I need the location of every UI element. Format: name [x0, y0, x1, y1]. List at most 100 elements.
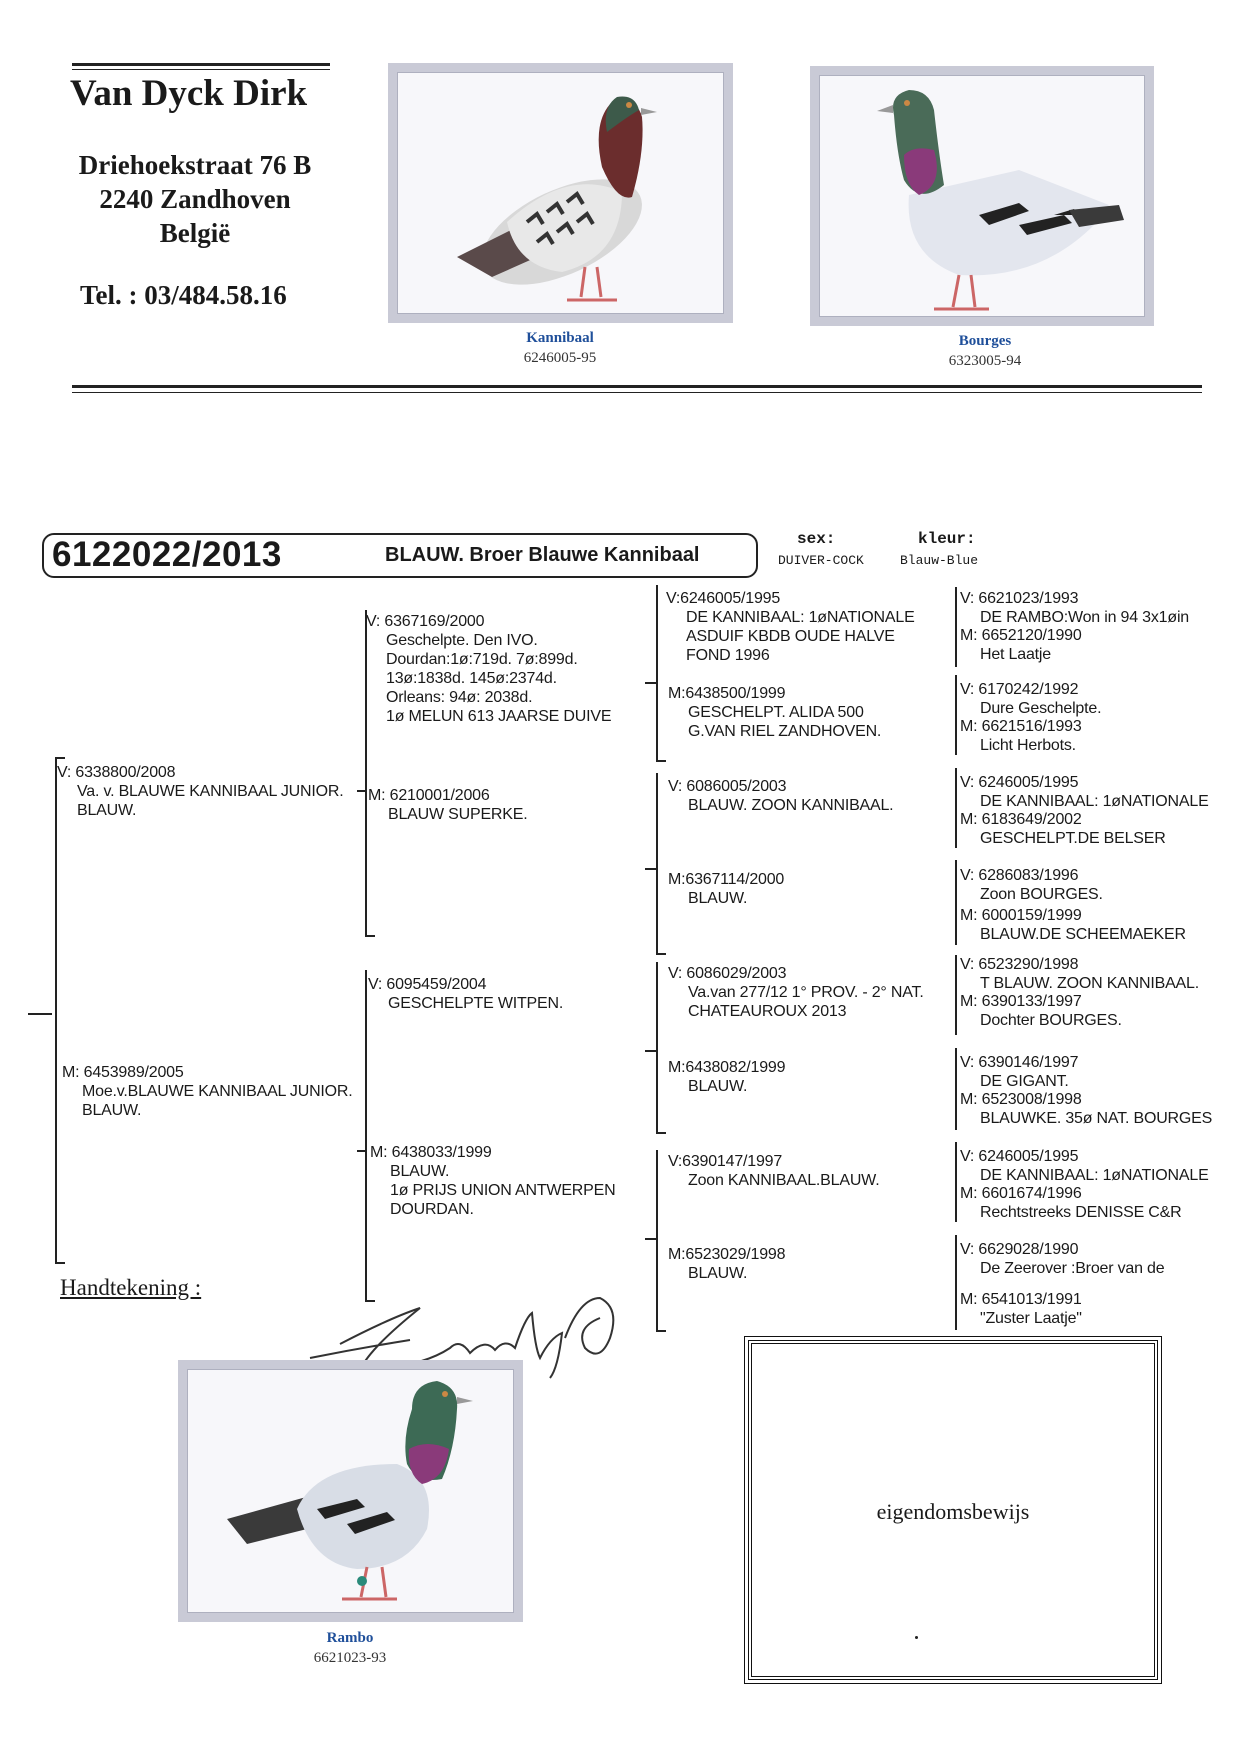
pedigree-tag: V: [366, 613, 380, 630]
pedigree-tag: V: [960, 867, 974, 884]
pedigree-g4-4: M: 6621516/1993 Licht Herbots. [960, 717, 1082, 755]
pedigree-line: Dure Geschelpte. [960, 699, 1101, 718]
pedigree-g2-4: M: 6438033/1999 BLAUW. 1ø PRIJS UNION AN… [370, 1143, 615, 1219]
pedigree-g4-6: M: 6183649/2002 GESCHELPT.DE BELSER [960, 810, 1166, 848]
pedigree-ring: 6652120/1990 [982, 627, 1082, 644]
pedigree-ring: 6246005/1995 [680, 590, 780, 607]
pedigree-tag: V: [960, 1148, 974, 1165]
breeder-country: België [60, 216, 330, 250]
pedigree-ring: 6286083/1996 [978, 867, 1078, 884]
bracket-gen1-top [55, 757, 65, 759]
pigeon-title: BLAUW. Broer Blauwe Kannibaal [385, 544, 700, 567]
pedigree-tag: V: [960, 774, 974, 791]
photo-kannibaal [388, 63, 733, 323]
pedigree-tag: M: [960, 627, 977, 644]
connector-gen3-4 [645, 1238, 656, 1240]
pedigree-line: GESCHELPTE WITPEN. [368, 994, 563, 1013]
pedigree-line: Het Laatje [960, 645, 1082, 664]
header-rule-bottom-thin [72, 392, 1202, 393]
pedigree-line: 1ø PRIJS UNION ANTWERPEN [370, 1181, 615, 1200]
pedigree-line: DE RAMBO:Won in 94 3x1øin [960, 608, 1189, 627]
pedigree-line: T BLAUW. ZOON KANNIBAAL. [960, 974, 1199, 993]
pedigree-g4-9: V: 6523290/1998 T BLAUW. ZOON KANNIBAAL. [960, 955, 1199, 993]
pedigree-tag: M: [668, 1059, 685, 1076]
sex-label: sex: [797, 530, 835, 548]
bracket-gen3-1-bottom [656, 760, 666, 762]
pedigree-line: DE KANNIBAAL: 1øNATIONALE [960, 792, 1209, 811]
pedigree-g2-1: V: 6367169/2000 Geschelpte. Den IVO. Dou… [366, 612, 611, 726]
pedigree-tag: V: [960, 590, 974, 607]
pedigree-line: 13ø:1838d. 145ø:2374d. [366, 669, 611, 688]
pigeon-ring-number: 6122022/2013 [52, 535, 282, 575]
bracket-gen2-dam [365, 970, 367, 1300]
bracket-gen4-6 [955, 1048, 957, 1130]
pedigree-tag: M: [668, 871, 685, 888]
pedigree-tag: M: [960, 1091, 977, 1108]
bracket-gen4-8 [955, 1235, 957, 1330]
caption-ring-kannibaal: 6246005-95 [500, 350, 620, 367]
pedigree-sire: V: 6338800/2008 Va. v. BLAUWE KANNIBAAL … [57, 763, 343, 820]
caption-ring-rambo: 6621023-93 [290, 1650, 410, 1667]
bracket-gen3-4 [656, 1150, 658, 1330]
pedigree-ring: 6629028/1990 [978, 1241, 1078, 1258]
bracket-gen2-sire-bottom [365, 935, 375, 937]
breeder-phone: Tel. : 03/484.58.16 [80, 280, 287, 311]
pedigree-g3-1: V:6246005/1995 DE KANNIBAAL: 1øNATIONALE… [666, 589, 915, 665]
pedigree-ring: 6621516/1993 [982, 718, 1082, 735]
breeder-name: Van Dyck Dirk [70, 72, 307, 115]
pedigree-sire-line: Va. v. BLAUWE KANNIBAAL JUNIOR. [57, 782, 343, 801]
pedigree-line: Licht Herbots. [960, 736, 1082, 755]
pedigree-tag: M: [668, 685, 685, 702]
pigeon-kannibaal-image [397, 72, 724, 314]
pedigree-g4-12: M: 6523008/1998 BLAUWKE. 35ø NAT. BOURGE… [960, 1090, 1212, 1128]
pedigree-ring: 6367114/2000 [685, 871, 784, 888]
pedigree-tag: V: [668, 1153, 682, 1170]
pedigree-ring: 6183649/2002 [982, 811, 1082, 828]
pedigree-line: De Zeerover :Broer van de [960, 1259, 1164, 1278]
pedigree-g4-13: V: 6246005/1995 DE KANNIBAAL: 1øNATIONAL… [960, 1147, 1209, 1185]
pedigree-line: Va.van 277/12 1° PROV. - 2° NAT. [668, 983, 924, 1002]
pedigree-ring: 6390146/1997 [978, 1054, 1078, 1071]
pedigree-dam-ring: 6453989/2005 [84, 1064, 184, 1081]
pedigree-line: GESCHELPT.DE BELSER [960, 829, 1166, 848]
bracket-gen3-2 [656, 773, 658, 953]
header-rule-bottom [72, 385, 1202, 388]
pedigree-ring: 6438082/1999 [685, 1059, 785, 1076]
ownership-certificate-box: eigendomsbewijs [748, 1340, 1158, 1680]
pedigree-g4-1: V: 6621023/1993 DE RAMBO:Won in 94 3x1øi… [960, 589, 1189, 627]
pedigree-ring: 6210001/2006 [390, 787, 490, 804]
pedigree-tag: M: [370, 1144, 387, 1161]
pedigree-ring: 6523029/1998 [685, 1246, 785, 1263]
pedigree-g4-10: M: 6390133/1997 Dochter BOURGES. [960, 992, 1122, 1030]
caption-name-rambo: Rambo [290, 1630, 410, 1647]
pedigree-line: ASDUIF KBDB OUDE HALVE [666, 627, 915, 646]
sex-value: DUIVER-COCK [778, 553, 864, 568]
pedigree-ring: 6438500/1999 [685, 685, 785, 702]
pedigree-tag: M: [960, 1291, 977, 1308]
pigeon-rambo-image [187, 1369, 514, 1613]
pedigree-tag: M: [368, 787, 385, 804]
pedigree-g4-8: M: 6000159/1999 BLAUW.DE SCHEEMAEKER [960, 906, 1186, 944]
pedigree-dam-line: Moe.v.BLAUWE KANNIBAAL JUNIOR. [62, 1082, 353, 1101]
bracket-gen4-4 [955, 860, 957, 945]
pedigree-line: BLAUWKE. 35ø NAT. BOURGES [960, 1109, 1212, 1128]
pigeon-bourges-image [819, 75, 1145, 317]
pedigree-line: CHATEAUROUX 2013 [668, 1002, 924, 1021]
connector-gen3-2 [645, 868, 656, 870]
pedigree-line: DE KANNIBAAL: 1øNATIONALE [666, 608, 915, 627]
pedigree-ring: 6601674/1996 [982, 1185, 1082, 1202]
pedigree-g4-3: V: 6170242/1992 Dure Geschelpte. [960, 680, 1101, 718]
pedigree-sire-tag: V: [57, 764, 71, 781]
pedigree-tag: M: [960, 718, 977, 735]
pedigree-sire-line: BLAUW. [57, 801, 343, 820]
pedigree-g2-3: V: 6095459/2004 GESCHELPTE WITPEN. [368, 975, 563, 1013]
pedigree-line: Dochter BOURGES. [960, 1011, 1122, 1030]
pedigree-g4-15: V: 6629028/1990 De Zeerover :Broer van d… [960, 1240, 1164, 1278]
bracket-gen3-4-bottom [656, 1330, 666, 1332]
pedigree-g4-16: M: 6541013/1991 "Zuster Laatje" [960, 1290, 1082, 1328]
pedigree-line: BLAUW. [668, 1077, 785, 1096]
pedigree-tag: M: [960, 1185, 977, 1202]
pedigree-g3-6: M:6438082/1999 BLAUW. [668, 1058, 785, 1096]
pedigree-g3-7: V:6390147/1997 Zoon KANNIBAAL.BLAUW. [668, 1152, 879, 1190]
pedigree-line: Rechtstreeks DENISSE C&R [960, 1203, 1181, 1222]
